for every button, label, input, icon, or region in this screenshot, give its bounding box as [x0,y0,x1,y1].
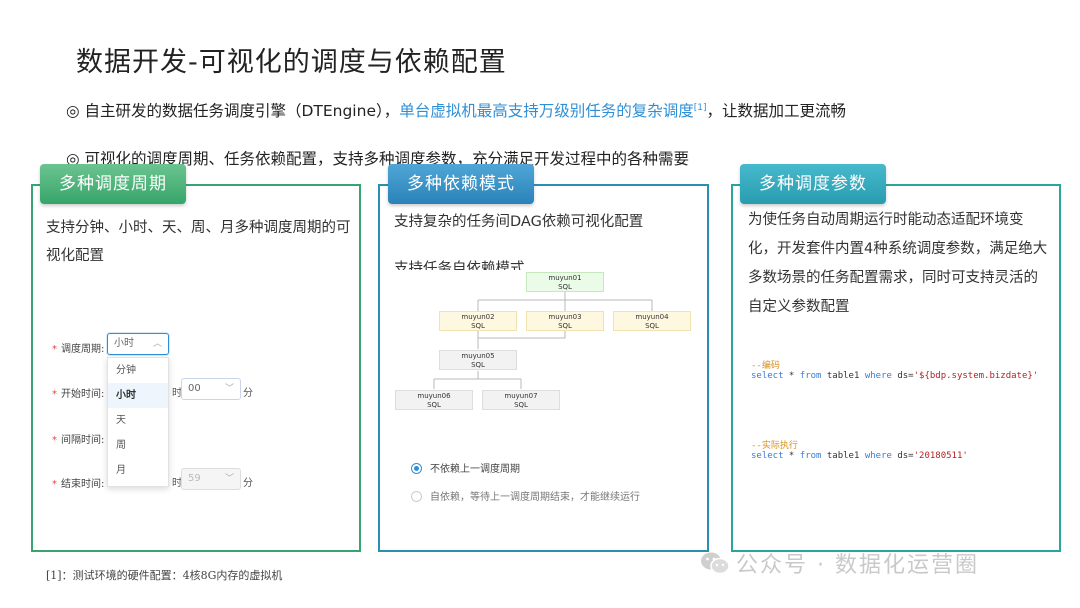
panel-schedule-params [731,184,1061,552]
dag-edges [433,292,653,389]
end-minute-select[interactable]: 59﹀ [181,468,241,490]
start-hour-unit: 时 [172,388,182,399]
radio-self-dependency[interactable]: 自依赖，等待上一调度周期结束，才能继续运行 [411,488,640,503]
period-option-day[interactable]: 天 [116,415,126,426]
bullet-engine-prefix: ◎ 自主研发的数据任务调度引擎（DTEngine）， [66,102,400,121]
panel-schedule-periods [31,184,361,552]
bullet-engine-suffix: ，让数据加工更流畅 [706,102,847,121]
page-title: 数据开发-可视化的调度与依赖配置 [76,47,507,78]
panel-tag-dependency-modes: 多种依赖模式 [388,164,534,204]
panel-dependency-desc2: 支持任务自依赖模式 [394,261,525,270]
bullet-engine-highlight: 单台虚拟机最高支持万级别任务的复杂调度 [399,102,694,121]
code-comment: --实际执行 [751,441,798,451]
chevron-up-icon: ︿ [152,339,162,349]
chevron-down-icon: ﹀ [224,384,234,394]
panel-tag-schedule-params: 多种调度参数 [740,164,886,204]
footnote: [1]：测试环境的硬件配置：4核8G内存的虚拟机 [46,569,283,582]
panel-params-desc: 为使任务自动周期运行时能动态适配环境变化，开发套件内置4种系统调度参数，满足绝大… [748,212,1048,315]
panel-dependency-desc: 支持复杂的任务间DAG依赖可视化配置 [394,214,644,230]
end-hour-unit: 时 [172,478,182,489]
panel-dependency-modes [378,184,709,552]
bullet-engine: ◎ 自主研发的数据任务调度引擎（DTEngine），单台虚拟机最高支持万级别任务… [66,96,986,123]
code-block-template: --编码 select * from table1 where ds='${bd… [751,361,1039,381]
period-select[interactable]: 小时︿ [107,333,169,355]
chevron-down-icon: ﹀ [224,474,234,484]
wechat-icon [701,552,730,575]
start-time-label: *开始时间: [52,389,105,400]
period-option-week[interactable]: 周 [116,440,126,451]
period-label: *调度周期: [52,344,105,355]
interval-label: *间隔时间: [52,435,105,446]
end-time-label: *结束时间: [52,479,105,490]
panel-tag-schedule-periods: 多种调度周期 [40,164,186,204]
watermark: 公众号 · 数据化运营圈 [700,547,979,579]
radio-no-self-dependency[interactable]: 不依赖上一调度周期 [411,460,520,475]
radio-unchecked-icon [411,491,422,502]
bullet-visual: ◎ 可视化的调度周期、任务依赖配置，支持多种调度参数，充分满足开发过程中的各种需… [66,150,689,168]
code-block-executed: --实际执行 select * from table1 where ds='20… [751,441,968,461]
period-option-month[interactable]: 月 [116,465,126,476]
code-comment: --编码 [751,361,780,371]
start-minute-unit: 分 [243,388,253,399]
panel-dependency-desc2-clip: 支持任务自依赖模式 [394,259,544,270]
end-minute-unit: 分 [243,478,253,489]
period-option-hour[interactable]: 小时 [108,383,168,408]
radio-checked-icon [411,463,422,474]
watermark-text: 公众号 · 数据化运营圈 [736,553,979,578]
footnote-ref[interactable]: [1] [693,103,707,113]
period-dropdown: 分钟 小时 天 周 月 [107,357,169,487]
start-minute-select[interactable]: 00﹀ [181,378,241,400]
period-option-minute[interactable]: 分钟 [116,365,136,376]
panel-schedule-desc: 支持分钟、小时、天、周、月多种调度周期的可视化配置 [46,220,351,264]
